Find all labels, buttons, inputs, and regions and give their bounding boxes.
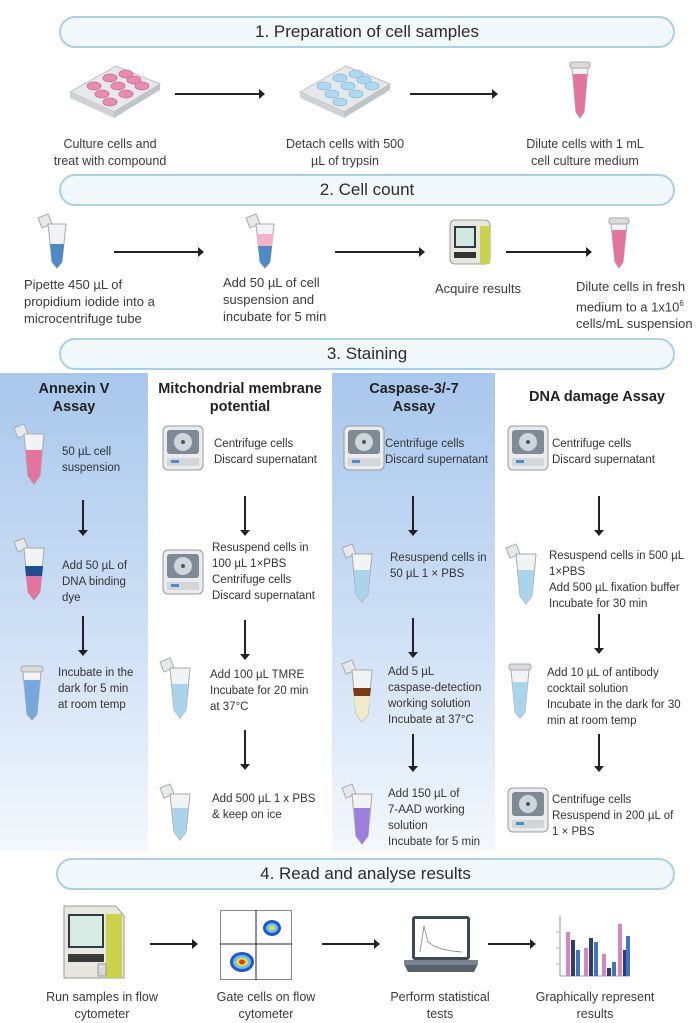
arrow-down-icon: [594, 614, 604, 654]
results-step-4-label: Graphically represent results: [535, 990, 655, 1021]
count-step-4-text: Dilute cells in fresh medium to a 1x10: [576, 279, 686, 315]
results-step-2-label: Gate cells on flow cytometer: [216, 990, 316, 1021]
purple-tube-icon: [341, 783, 373, 845]
section-3-header: 3. Staining: [59, 338, 675, 370]
results-step-3-label: Perform statistical tests: [390, 990, 490, 1021]
arrow-down-icon: [594, 734, 604, 772]
flow-cytometer-icon: [63, 905, 125, 979]
arrow-icon: [410, 89, 498, 99]
arrow-down-icon: [408, 734, 418, 772]
annexin-column-bg: [0, 373, 148, 851]
exponent: 6: [679, 299, 684, 308]
dna-step-4: Centrifuge cells Resuspend in 200 µL of …: [552, 794, 674, 838]
dna-title: DNA damage Assay: [529, 389, 665, 405]
cell-counter-icon: [449, 219, 491, 265]
arrow-icon: [114, 247, 204, 257]
arrow-icon: [506, 247, 592, 257]
arrow-down-icon: [78, 616, 88, 656]
count-step-4-text-2: cells/mL suspension: [576, 316, 693, 332]
centrifuge-icon: [343, 425, 385, 471]
count-step-4-label: Dilute cells in fresh medium to a 1x106 …: [576, 278, 700, 332]
annexin-title: Annexin V Assay: [38, 381, 110, 415]
light-blue-tube-icon: [508, 663, 532, 719]
centrifuge-icon: [162, 425, 204, 471]
caspase-title: Caspase-3/-7 Assay: [369, 381, 459, 415]
arrow-icon: [322, 939, 380, 949]
arrow-down-icon: [408, 618, 418, 658]
dna-step-1: Centrifuge cells Discard supernatant: [552, 438, 655, 466]
caspase-step-1: Centrifuge cells Discard supernatant: [385, 438, 488, 466]
arrow-down-icon: [240, 496, 250, 536]
section-1-header: 1. Preparation of cell samples: [59, 16, 675, 48]
pink-tube-icon: [569, 61, 591, 119]
centrifuge-icon: [162, 549, 204, 595]
arrow-icon: [175, 89, 265, 99]
section-2-header: 2. Cell count: [59, 174, 675, 206]
mito-step-4: Add 500 µL 1 x PBS & keep on ice: [212, 793, 316, 821]
centrifuge-icon: [507, 787, 549, 833]
centrifuge-icon: [507, 425, 549, 471]
prep-step-2-label: Detach cells with 500 µL of trypsin: [285, 137, 405, 168]
tube-caspase-icon: [341, 659, 373, 723]
caspase-step-4: Add 150 µL of 7-AAD working solution Inc…: [388, 788, 481, 848]
tube-dye-icon: [13, 537, 45, 601]
arrow-down-icon: [240, 730, 250, 770]
arrow-down-icon: [240, 620, 250, 660]
dna-step-2: Resuspend cells in 500 µL 1×PBS Add 500 …: [549, 550, 685, 610]
culture-plate-blue-icon: [298, 65, 392, 118]
arrow-icon: [488, 939, 536, 949]
pink-tube-icon: [13, 423, 45, 485]
results-step-1-label: Run samples in flow cytometer: [46, 990, 158, 1021]
mito-step-2: Resuspend cells in 100 µL 1×PBS Centrifu…: [212, 542, 315, 602]
section-4-header: 4. Read and analyse results: [56, 858, 675, 890]
mito-title: Mitchondrial membrane potential: [158, 381, 322, 415]
prep-step-1-label: Culture cells and treat with compound: [53, 137, 167, 168]
arrow-down-icon: [78, 500, 88, 536]
count-step-3-label: Acquire results: [435, 281, 521, 296]
mito-step-1: Centrifuge cells Discard supernatant: [214, 438, 317, 466]
light-blue-tube-icon: [341, 543, 373, 603]
light-blue-tube-icon: [505, 543, 537, 605]
caspase-step-2: Resuspend cells in 50 µL 1 × PBS: [390, 552, 487, 580]
laptop-icon: [404, 916, 478, 972]
empty-tube-blue-icon: [37, 213, 67, 269]
annexin-step-1: 50 µL cell suspension: [62, 446, 121, 474]
arrow-down-icon: [594, 496, 604, 536]
annexin-step-2: Add 50 µL of DNA binding dye: [62, 560, 128, 604]
arrow-icon: [335, 247, 425, 257]
mito-step-3: Add 100 µL TMRE Incubate for 20 min at 3…: [210, 669, 309, 713]
gating-plot-icon: [220, 910, 292, 980]
bar-chart-icon: [556, 916, 630, 977]
pink-tube-icon: [608, 217, 630, 269]
prep-step-3-label: Dilute cells with 1 mL cell culture medi…: [526, 137, 644, 168]
light-blue-tube-icon: [159, 783, 191, 841]
culture-plate-pink-icon: [68, 65, 162, 118]
arrow-icon: [150, 939, 198, 949]
light-blue-tube-icon: [159, 657, 191, 719]
tube-cell-suspension-icon: [245, 213, 275, 269]
count-step-2-label: Add 50 µL of cell suspension and incubat…: [223, 275, 327, 324]
dna-step-3: Add 10 µL of antibody cocktail solution …: [547, 667, 681, 727]
caspase-step-3: Add 5 µL caspase-detection working solut…: [388, 666, 482, 726]
annexin-step-3: Incubate in the dark for 5 min at room t…: [58, 667, 134, 711]
blue-tube-icon: [20, 665, 44, 721]
arrow-down-icon: [408, 496, 418, 536]
count-step-1-label: Pipette 450 µL of propidium iodide into …: [24, 277, 155, 326]
